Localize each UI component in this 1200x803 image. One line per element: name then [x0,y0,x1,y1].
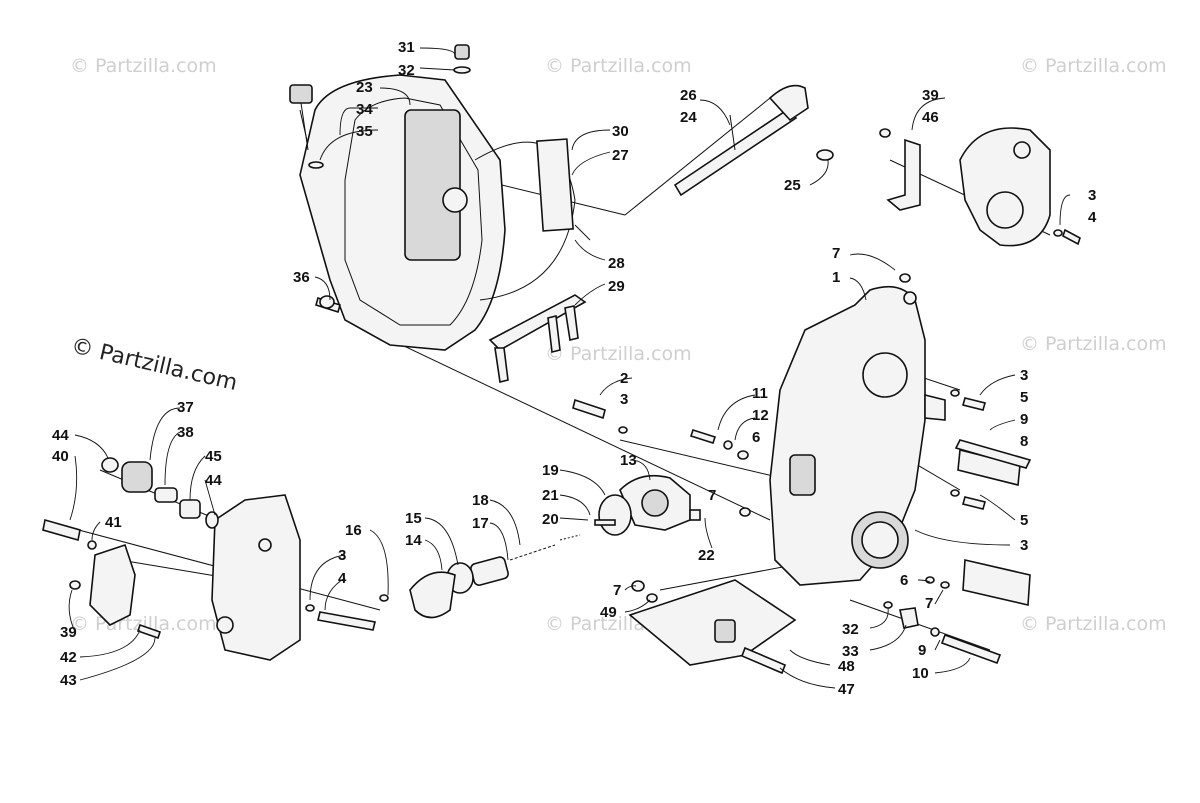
callout-8: 8 [1020,433,1028,450]
callout-3: 3 [1088,187,1096,204]
spring-plunger-parts[interactable] [409,534,581,619]
callout-33: 33 [842,643,859,660]
callout-39: 39 [922,87,939,104]
callout-1: 1 [832,269,840,286]
watermark-text: © Partzilla.com [1020,613,1167,635]
callout-9: 9 [1020,411,1028,428]
callout-3: 3 [620,391,628,408]
watermark-text: © Partzilla.com [1020,333,1167,355]
callout-19: 19 [542,462,559,479]
callout-24: 24 [680,109,697,126]
callout-49: 49 [600,604,617,621]
callout-29: 29 [608,278,625,295]
chaincase-cover-part[interactable] [299,74,576,351]
callout-28: 28 [608,255,625,272]
callout-20: 20 [542,511,559,528]
callout-45: 45 [205,448,222,465]
callout-26: 26 [680,87,697,104]
housing-bolt-part[interactable] [305,594,389,631]
gearcase-part[interactable] [769,285,926,586]
callout-35: 35 [356,123,373,140]
callout-25: 25 [784,177,801,194]
skid-plate-part[interactable] [628,579,1002,675]
callout-48: 48 [838,658,855,675]
callout-13: 13 [620,452,637,469]
callout-32: 32 [842,621,859,638]
callout-18: 18 [472,492,489,509]
callout-11: 11 [752,385,768,402]
callout-38: 38 [177,424,194,441]
left-bracket-assembly[interactable] [42,457,219,640]
gasket-plate-part[interactable] [536,138,591,241]
callout-6: 6 [752,429,760,446]
callout-16: 16 [345,522,362,539]
watermark-text: © Partzilla.com [70,55,217,77]
callout-44: 44 [52,427,69,444]
callout-7: 7 [613,582,621,599]
callout-3: 3 [1020,367,1028,384]
pump-cover-part[interactable] [594,474,701,536]
callout-3: 3 [1020,537,1028,554]
callout-36: 36 [293,269,310,286]
callout-42: 42 [60,649,77,666]
center-fasteners[interactable] [315,295,751,517]
callout-30: 30 [612,123,629,140]
callout-39: 39 [60,624,77,641]
callout-2: 2 [620,370,628,387]
callout-12: 12 [752,407,769,424]
upper-right-bracket-part[interactable] [879,127,1081,247]
callout-15: 15 [405,510,422,527]
callout-34: 34 [356,101,373,118]
callout-4: 4 [338,570,347,587]
callout-23: 23 [356,79,373,96]
callout-40: 40 [52,448,69,465]
callout-17: 17 [472,515,489,532]
callout-9: 9 [918,642,926,659]
callout-7: 7 [832,245,840,262]
watermark-text-large: © Partzilla.com [69,333,240,396]
callout-7: 7 [925,595,933,612]
dipstick-part[interactable] [289,84,324,169]
watermark-text: © Partzilla.com [545,55,692,77]
callout-27: 27 [612,147,629,164]
tensioner-bracket-part[interactable] [488,294,587,383]
callout-41: 41 [105,514,122,531]
callout-6: 6 [900,572,908,589]
callout-44: 44 [205,472,222,489]
watermark-text: © Partzilla.com [545,343,692,365]
callout-21: 21 [542,487,559,504]
callout-31: 31 [398,39,415,56]
watermark-text: © Partzilla.com [1020,55,1167,77]
callout-5: 5 [1020,512,1028,529]
callout-32: 32 [398,62,415,79]
callout-14: 14 [405,532,422,549]
callout-47: 47 [838,681,855,698]
callout-3: 3 [338,547,346,564]
output-shaft-parts[interactable] [924,393,1032,606]
callout-7: 7 [708,487,716,504]
callout-37: 37 [177,399,194,416]
side-housing-part[interactable] [211,494,301,661]
callout-10: 10 [912,665,929,682]
callout-43: 43 [60,672,77,689]
callout-5: 5 [1020,389,1028,406]
gearcase-fasteners[interactable] [899,273,986,589]
breather-plug-part[interactable] [453,44,471,74]
shift-shaft-part[interactable] [673,84,834,197]
callout-22: 22 [698,547,715,564]
callout-labels: 31 32 23 34 35 30 27 28 29 36 26 24 25 3… [52,39,1097,698]
callout-4: 4 [1088,209,1097,226]
callout-46: 46 [922,109,939,126]
leader-lines [68,47,1071,689]
